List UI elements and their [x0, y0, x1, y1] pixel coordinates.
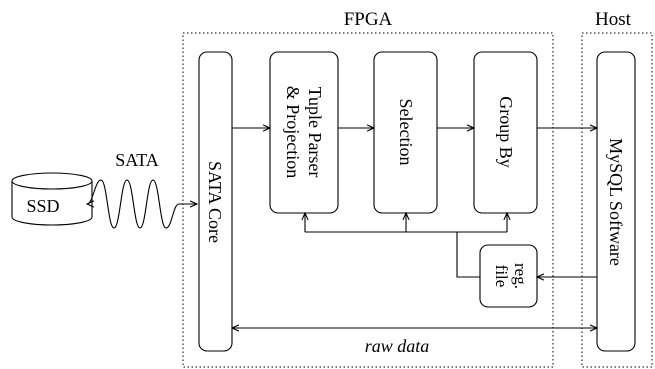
tuple-parser-label: Tuple Parser — [305, 87, 325, 178]
sata-core-block — [198, 51, 233, 352]
host-region-box — [581, 32, 653, 368]
raw-data-label: raw data — [365, 336, 430, 356]
projection-label: & Projection — [283, 86, 303, 179]
sata-core-label: SATA Core — [205, 161, 225, 243]
tuple-parser-projection-block — [269, 51, 339, 214]
sata-wavy-link — [87, 179, 197, 229]
mysql-software-block — [596, 51, 636, 352]
host-region-title: Host — [595, 9, 632, 30]
file-label: file — [492, 265, 511, 288]
fpga-region-title: FPGA — [344, 9, 393, 30]
fpga-region-box — [182, 32, 554, 368]
sata-link-label: SATA — [115, 150, 159, 170]
ssd-cylinder — [11, 172, 93, 226]
group-by-label: Group By — [496, 96, 516, 168]
regfile-bus-line — [456, 232, 480, 278]
selection-label: Selection — [396, 99, 416, 166]
reg-label: reg. — [511, 263, 530, 289]
register-bus — [305, 213, 597, 277]
mysql-software-label: MySQL Software — [606, 138, 626, 266]
ssd-label: SSD — [26, 196, 59, 216]
